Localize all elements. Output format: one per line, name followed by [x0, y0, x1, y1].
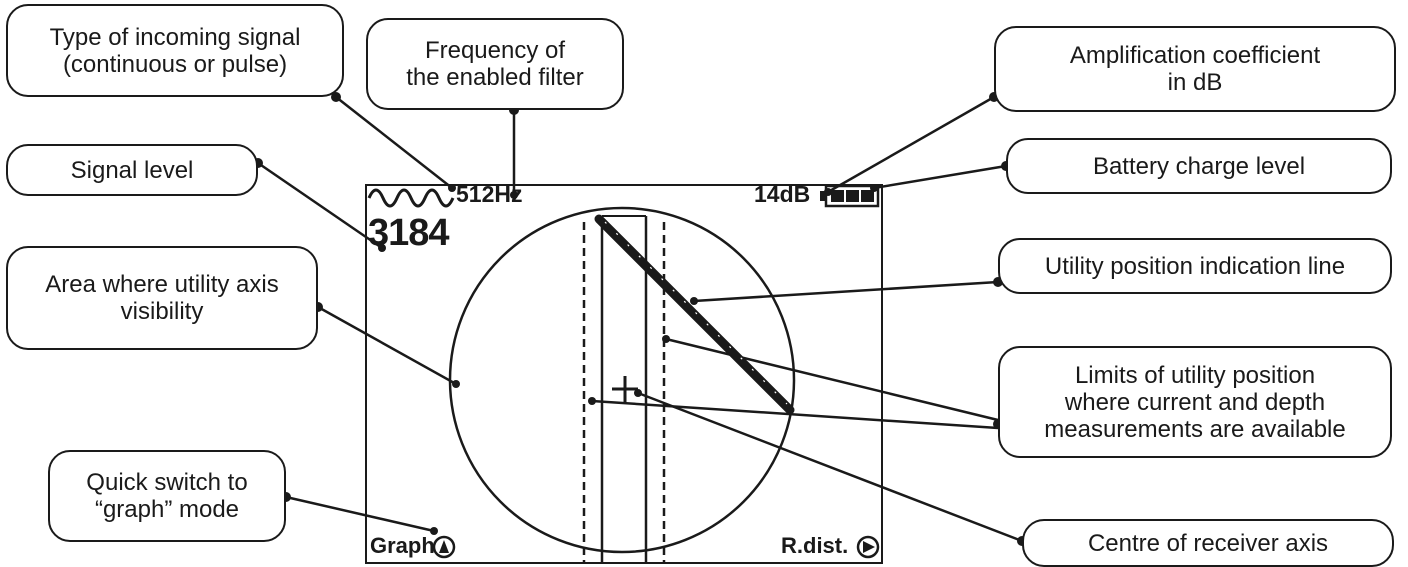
callout-receiver-centre: Centre of receiver axis — [1022, 519, 1394, 567]
utility-position-line — [594, 214, 795, 415]
callout-battery: Battery charge level — [1006, 138, 1392, 194]
callout-signal-level: Signal level — [6, 144, 258, 196]
callout-amplification: Amplification coefficient in dB — [994, 26, 1396, 112]
filter-frequency-readout: 512Hz — [456, 181, 523, 207]
signal-level-readout: 3184 — [368, 212, 450, 254]
visibility-circle — [448, 206, 796, 554]
callout-filter-frequency: Frequency of the enabled filter — [366, 18, 624, 110]
centre-cross-icon — [612, 376, 638, 402]
sine-wave-icon — [367, 188, 455, 208]
callout-limits: Limits of utility position where current… — [998, 346, 1392, 458]
graph-softkey-label[interactable]: Graph — [370, 533, 435, 558]
gain-readout: 14dB — [754, 181, 811, 207]
callout-graph-switch: Quick switch to “graph” mode — [48, 450, 286, 542]
battery-icon — [820, 184, 880, 208]
callout-signal-type: Type of incoming signal (continuous or p… — [6, 4, 344, 97]
circle-up-arrow-icon — [432, 535, 456, 559]
circle-right-arrow-icon — [856, 535, 880, 559]
screen-frame — [365, 184, 883, 564]
rdist-softkey-label[interactable]: R.dist. — [781, 533, 849, 558]
utility-line-highlight — [604, 221, 788, 405]
callout-utility-line: Utility position indication line — [998, 238, 1392, 294]
callout-visibility-area: Area where utility axis visibility — [6, 246, 318, 350]
